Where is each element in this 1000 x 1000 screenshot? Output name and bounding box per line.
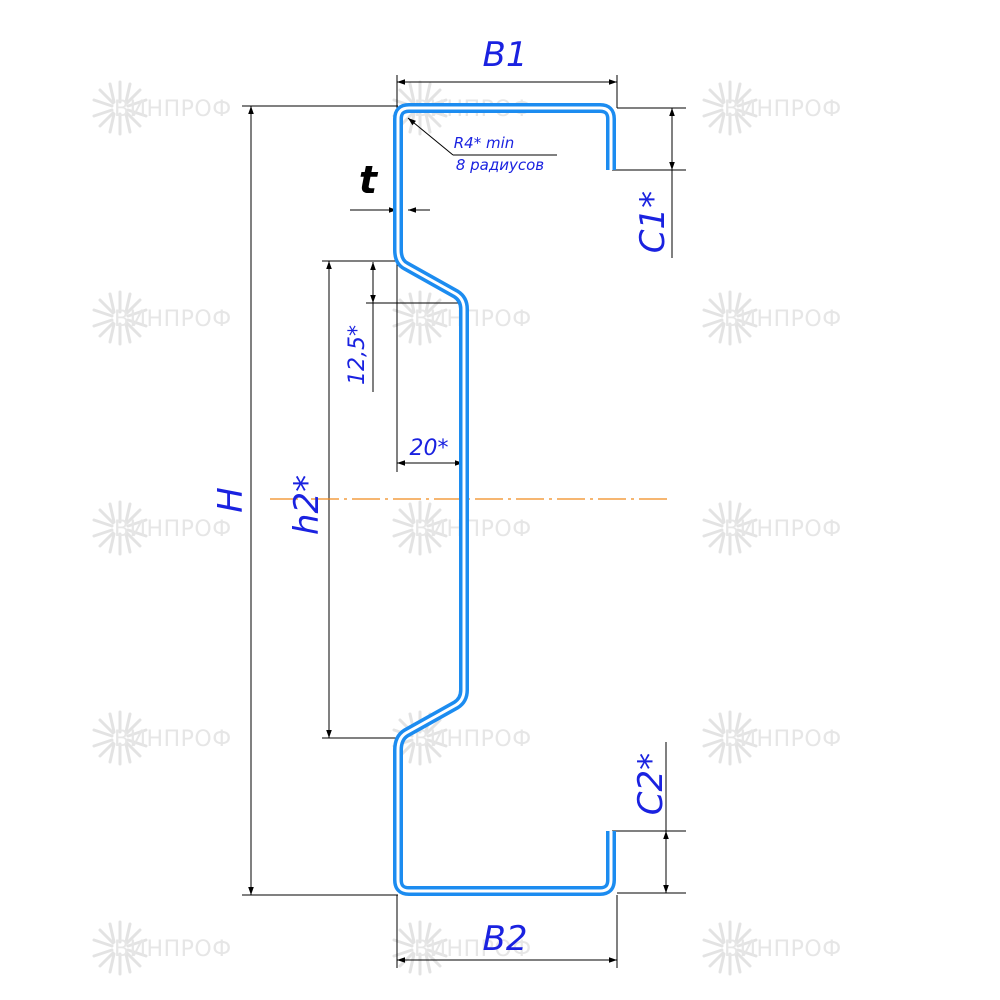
watermark-text: ВИНПРОФ <box>414 517 532 542</box>
watermark-text: ВИНПРОФ <box>724 307 842 332</box>
watermark-text: ВИНПРОФ <box>114 937 232 962</box>
watermark-logo: ВИНПРОФ <box>92 710 232 766</box>
watermark-logo: ВИНПРОФ <box>702 290 842 346</box>
watermark-text: ВИНПРОФ <box>724 517 842 542</box>
label-radius-count: 8 радиусов <box>456 156 544 174</box>
label-radius: R4* min <box>454 134 515 152</box>
watermark-text: ВИНПРОФ <box>114 727 232 752</box>
watermark-text: ВИНПРОФ <box>724 937 842 962</box>
watermark-logo: ВИНПРОФ <box>702 80 842 136</box>
watermark-logo: ВИНПРОФ <box>392 500 532 556</box>
label-b2: B2 <box>483 919 528 959</box>
watermark-logo: ВИНПРОФ <box>92 290 232 346</box>
profile-shape <box>393 103 616 896</box>
label-t: t <box>359 158 379 202</box>
watermark-text: ВИНПРОФ <box>114 307 232 332</box>
label-c2: C2* <box>631 753 671 815</box>
watermark-text: ВИНПРОФ <box>724 727 842 752</box>
label-h: H <box>211 487 251 513</box>
watermark-grid: ВИНПРОФ ВИНПРОФ ВИНПРОФ ВИНПРОФ ВИНПРОФ ВИНПР… <box>92 80 842 976</box>
label-h2: h2* <box>287 475 327 535</box>
label-12-5: 12,5* <box>345 325 370 385</box>
label-20: 20* <box>410 436 449 461</box>
watermark-text: ВИНПРОФ <box>114 97 232 122</box>
watermark-text: ВИНПРОФ <box>724 97 842 122</box>
watermark-text: ВИНПРОФ <box>414 307 532 332</box>
watermark-logo: ВИНПРОФ <box>92 920 232 976</box>
watermark-text: ВИНПРОФ <box>114 517 232 542</box>
watermark-logo: ВИНПРОФ <box>702 710 842 766</box>
watermark-logo: ВИНПРОФ <box>392 710 532 766</box>
watermark-logo: ВИНПРОФ <box>702 920 842 976</box>
watermark-logo: ВИНПРОФ <box>392 290 532 346</box>
watermark-logo: ВИНПРОФ <box>702 500 842 556</box>
label-c1: C1* <box>633 191 673 253</box>
watermark-text: ВИНПРОФ <box>414 727 532 752</box>
label-b1: B1 <box>483 35 528 75</box>
watermark-logo: ВИНПРОФ <box>92 500 232 556</box>
watermark-logo: ВИНПРОФ <box>92 80 232 136</box>
